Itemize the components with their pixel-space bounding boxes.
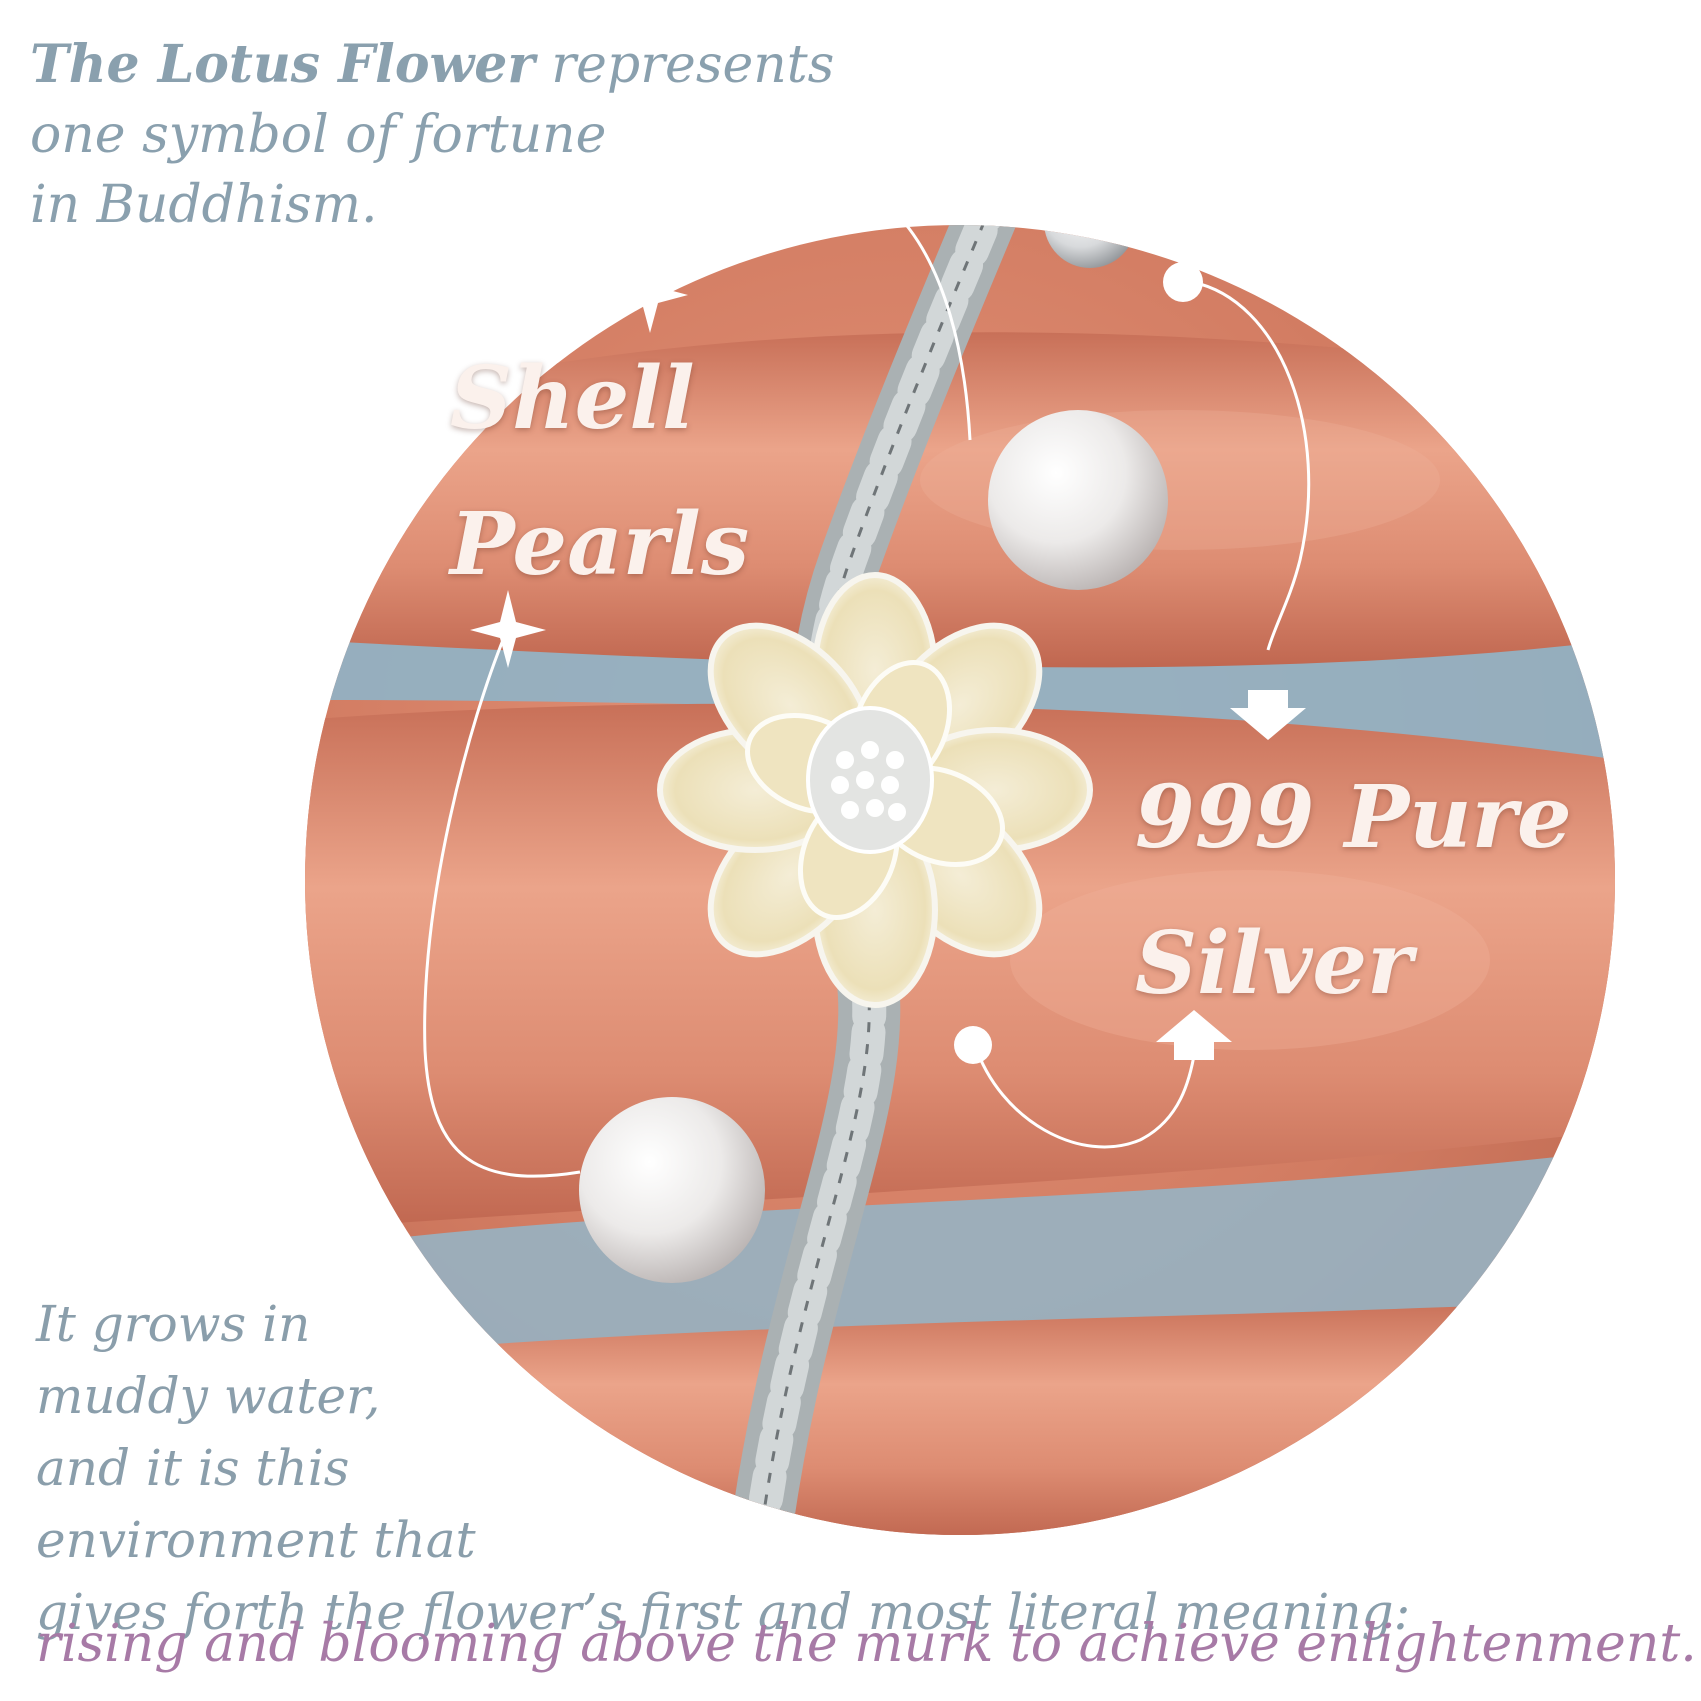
intro-line-1: The Lotus Flower represents (30, 30, 834, 100)
story-text: It grows in muddy water, and it is this … (36, 1288, 1410, 1648)
arrow-heads (954, 262, 1306, 1064)
pure-silver-callout: 999 Pure Silver (1135, 745, 1572, 1037)
intro-line-2: one symbol of fortune (30, 105, 607, 165)
story-line-3: and it is this (36, 1439, 350, 1497)
story-line-5: gives forth the flower’s first and most … (36, 1583, 1411, 1641)
pure-label: 999 Pure (1135, 767, 1572, 868)
story-line-2: muddy water, (36, 1367, 381, 1425)
intro-line-1-rest: represents (534, 35, 835, 95)
shell-label: Shell (450, 348, 695, 449)
intro-title: The Lotus Flower (30, 34, 535, 95)
story-line-4: environment that (36, 1511, 476, 1569)
shell-pearls-callout: Shell Pearls (450, 326, 749, 618)
story-line-1: It grows in (36, 1295, 311, 1353)
final-line: rising and blooming above the murk to ac… (36, 1614, 1697, 1674)
silver-label: Silver (1135, 913, 1413, 1014)
sparkle-icon (470, 255, 688, 668)
intro-text: The Lotus Flower represents one symbol o… (30, 30, 834, 240)
intro-line-3: in Buddhism. (30, 175, 378, 235)
decorative-arrows (423, 176, 1311, 1178)
pearls-label: Pearls (450, 494, 750, 595)
